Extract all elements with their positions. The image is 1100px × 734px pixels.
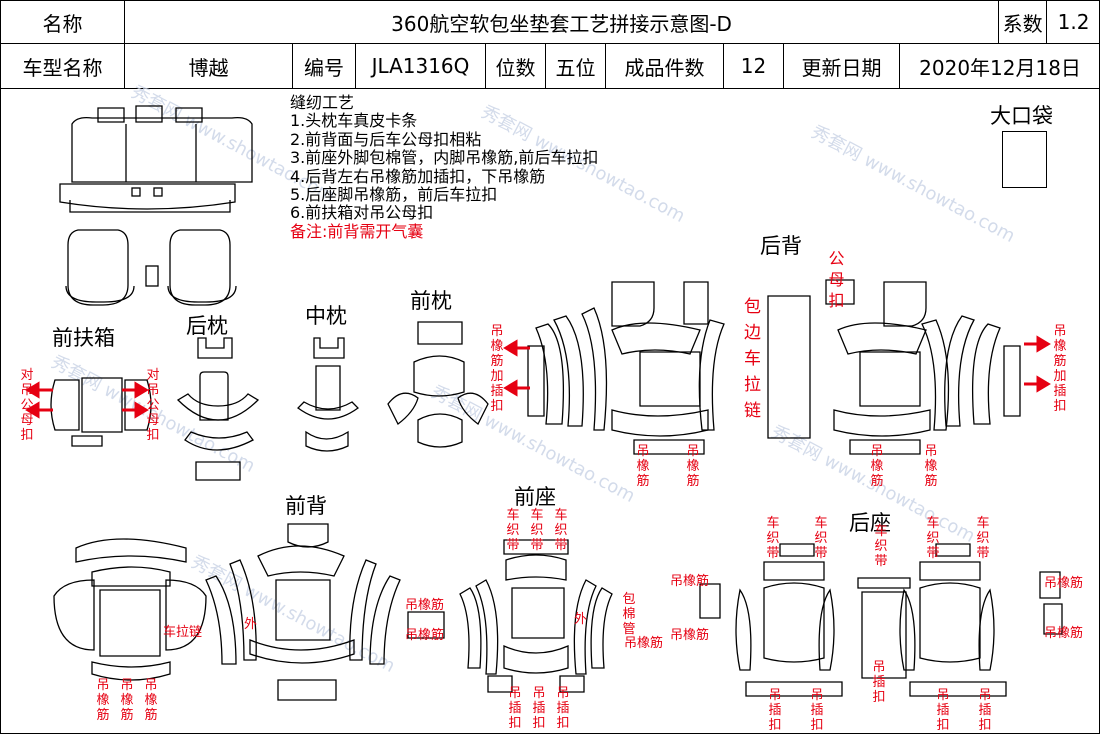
note-woven-strap: 车织带 <box>814 516 828 561</box>
process-step: 1.头枕车真皮卡条 <box>290 111 418 131</box>
front-armrest-pieces <box>50 377 152 447</box>
note-woven-strap: 车织带 <box>766 516 780 561</box>
note-hang-snap-left: 对吊公母扣 <box>20 368 34 443</box>
note-snap-clip: 吊插扣 <box>768 688 782 733</box>
note-elastic: 吊橡筋 <box>405 628 445 643</box>
section-mid-headrest: 中枕 <box>305 304 347 328</box>
note-elastic: 吊橡筋 <box>405 598 445 613</box>
note-outer: 外 <box>244 617 258 632</box>
note-elastic: 吊橡筋 <box>120 678 134 723</box>
red-arrows <box>25 335 1051 419</box>
note-woven-strap: 车织带 <box>874 524 888 569</box>
car-model-value: 博越 <box>124 43 293 89</box>
note-cotton-tube: 包棉管 <box>622 592 636 637</box>
note-elastic: 吊橡筋 <box>924 444 938 489</box>
note-woven-strap: 车织带 <box>530 508 544 553</box>
note-elastic: 吊橡筋 <box>144 678 158 723</box>
note-woven-strap: 车织带 <box>926 516 940 561</box>
note-snap-clip: 吊插扣 <box>810 688 824 733</box>
note-elastic-snap-left: 吊橡筋加插扣 <box>490 324 504 414</box>
note-zipper: 车拉链 <box>163 625 203 640</box>
note-elastic: 吊橡筋 <box>636 444 650 489</box>
coef-label: 系数 <box>998 0 1048 44</box>
section-front-armrest: 前扶箱 <box>52 326 115 350</box>
process-notes: 缝纫工艺 1.头枕车真皮卡条 2.前背面与后车公母扣相粘 3.前座外脚包棉管，内… <box>290 93 599 241</box>
note-elastic: 吊橡筋 <box>96 678 110 723</box>
front-back-pieces <box>53 523 401 701</box>
process-step: 6.前扶箱对吊公母扣 <box>290 203 434 223</box>
section-front-headrest: 前枕 <box>410 289 452 313</box>
pieces-value: 12 <box>723 43 784 89</box>
note-snap-clip: 吊插扣 <box>872 660 886 705</box>
code-value: JLA1316Q <box>355 43 486 89</box>
header-table: 名称 360航空软包坐垫套工艺拼接示意图-D 系数 1.2 车型名称 博越 编号… <box>0 0 1100 89</box>
car-model-label: 车型名称 <box>0 43 125 89</box>
seats-label: 位数 <box>485 43 546 89</box>
note-elastic: 吊橡筋 <box>1044 576 1084 591</box>
update-value: 2020年12月18日 <box>898 43 1100 89</box>
rear-headrest-pieces <box>176 337 260 481</box>
note-male-female-snap: 公母扣 <box>828 249 845 310</box>
note-snap-clip: 吊插扣 <box>508 686 522 731</box>
update-label: 更新日期 <box>783 43 900 89</box>
seats-value: 五位 <box>545 43 606 89</box>
document-title: 360航空软包坐垫套工艺拼接示意图-D <box>123 0 1000 44</box>
note-elastic: 吊橡筋 <box>624 636 664 651</box>
note-edge-zipper: 包边车拉链 <box>744 297 761 421</box>
front-headrest-pieces <box>387 321 489 448</box>
big-pocket-shape <box>1002 131 1047 188</box>
process-step: 3.前座外脚包棉管，内脚吊橡筋,前后车拉扣 <box>290 148 599 168</box>
note-elastic: 吊橡筋 <box>670 574 710 589</box>
front-seat-overview-icon <box>65 229 237 306</box>
note-snap-clip: 吊插扣 <box>978 688 992 733</box>
note-woven-strap: 车织带 <box>506 508 520 553</box>
note-snap-clip: 吊插扣 <box>556 686 570 731</box>
rear-back-pieces <box>527 279 1021 455</box>
section-front-seat: 前座 <box>514 485 556 509</box>
pieces-label: 成品件数 <box>605 43 724 89</box>
note-snap-clip: 吊插扣 <box>532 686 546 731</box>
rear-seat-overview-icon <box>59 105 253 213</box>
note-snap-clip: 吊插扣 <box>936 688 950 733</box>
note-woven-strap: 车织带 <box>976 516 990 561</box>
big-pocket-label: 大口袋 <box>990 104 1053 128</box>
note-elastic: 吊橡筋 <box>686 444 700 489</box>
note-elastic: 吊橡筋 <box>670 628 710 643</box>
process-step: 4.后背左右吊橡筋加插扣，下吊橡筋 <box>290 166 546 186</box>
process-title: 缝纫工艺 <box>290 93 355 112</box>
note-woven-strap: 车织带 <box>554 508 568 553</box>
code-label: 编号 <box>292 43 356 89</box>
note-outer: 外 <box>574 612 588 627</box>
section-rear-seat: 后座 <box>849 511 891 535</box>
process-note: 备注:前背需开气囊 <box>290 221 424 241</box>
note-elastic-snap-right: 吊橡筋加插扣 <box>1053 324 1067 414</box>
note-elastic: 吊橡筋 <box>870 444 884 489</box>
process-step: 2.前背面与后车公母扣相粘 <box>290 129 482 149</box>
section-rear-back: 后背 <box>760 234 802 258</box>
note-hang-snap-right: 对吊公母扣 <box>146 368 160 443</box>
note-elastic: 吊橡筋 <box>1044 626 1084 641</box>
front-seat-pieces <box>407 539 613 693</box>
rear-seat-pieces <box>699 543 1063 697</box>
process-step: 5.后座脚吊橡筋，前后车拉扣 <box>290 185 498 205</box>
section-front-back: 前背 <box>285 494 327 518</box>
mid-headrest-pieces <box>297 337 359 452</box>
section-rear-headrest: 后枕 <box>186 314 228 338</box>
name-label: 名称 <box>0 0 125 44</box>
